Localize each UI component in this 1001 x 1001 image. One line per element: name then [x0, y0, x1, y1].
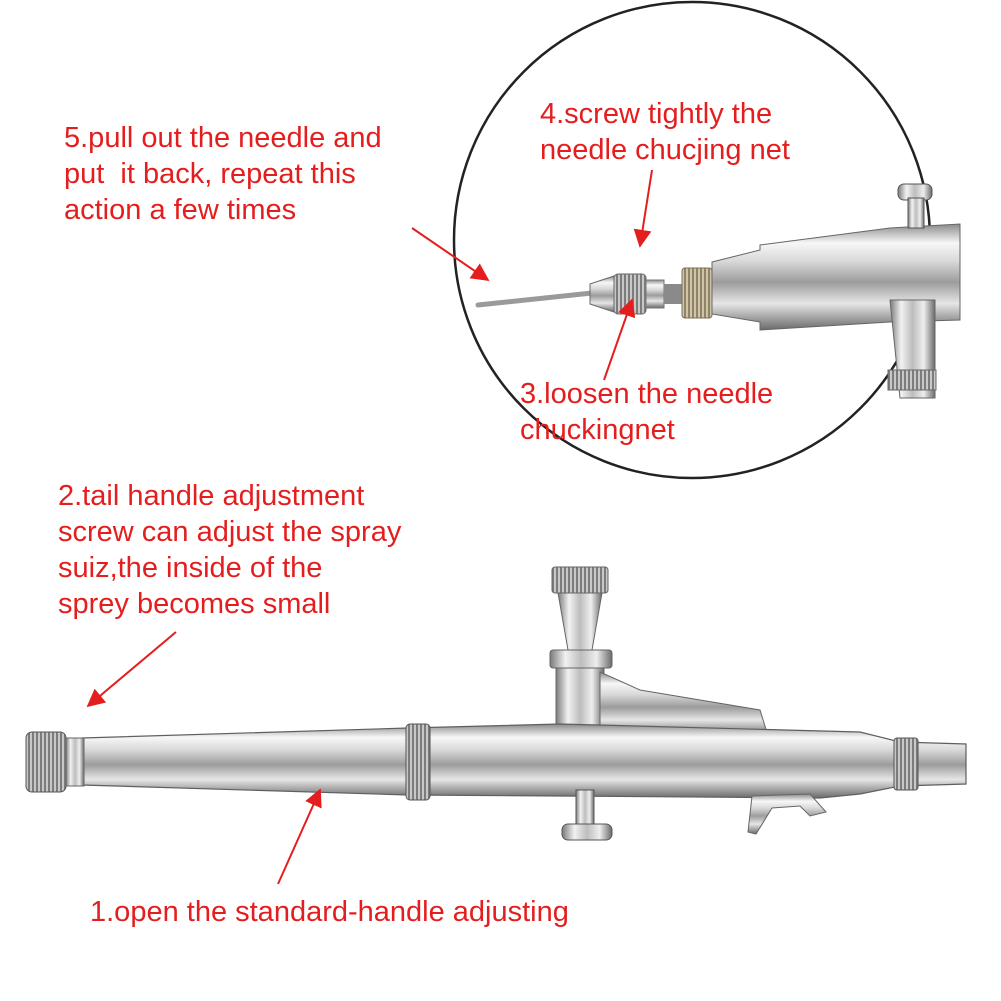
step-4-line-1: 4.screw tightly the [540, 98, 773, 130]
arrow-icon [86, 631, 177, 708]
nozzle-ring [893, 737, 919, 791]
step-5-line-2: put it back, repeat this [64, 158, 356, 190]
step-5-label: 5.pull out the needle and put it back, r… [64, 120, 382, 228]
cup-thread [551, 566, 609, 594]
step-2-line-3: suiz,the inside of the [58, 552, 323, 584]
step-4-label: 4.screw tightly the needle chucjing net [540, 96, 790, 168]
step-5-line-1: 5.pull out the needle and [64, 122, 382, 154]
cup-neck [557, 592, 603, 651]
step-2-line-4: sprey becomes small [58, 588, 331, 620]
step-2-label: 2.tail handle adjustment screw can adjus… [58, 478, 401, 622]
arrow-icon [603, 298, 636, 381]
arrow-icon [411, 227, 490, 282]
needle-detail [475, 290, 595, 308]
step-1-line-1: 1.open the standard-handle adjusting [90, 896, 569, 928]
step-3-line-1: 3.loosen the needle [520, 378, 774, 410]
arrow-icon [633, 169, 653, 248]
needle-chucking-nut [681, 267, 713, 319]
step-4-line-2: needle chucjing net [540, 134, 790, 166]
step-5-line-3: action a few times [64, 194, 297, 226]
tail-adjustment-screw [25, 731, 67, 793]
airbrush-body [81, 723, 967, 799]
airbrush-main [25, 566, 967, 841]
annotation-arrows [86, 169, 653, 885]
arrow-icon [277, 788, 322, 885]
air-valve-main [747, 793, 827, 835]
trigger-main [575, 789, 595, 825]
step-3-line-2: chuckingnet [520, 414, 675, 446]
step-2-line-1: 2.tail handle adjustment [58, 480, 365, 512]
handle-ring [405, 723, 431, 801]
detail-magnifier [452, 0, 961, 480]
step-3-label: 3.loosen the needle chuckingnet [520, 376, 773, 448]
step-2-line-2: screw can adjust the spray [58, 516, 402, 548]
step-1-label: 1.open the standard-handle adjusting [90, 894, 569, 930]
